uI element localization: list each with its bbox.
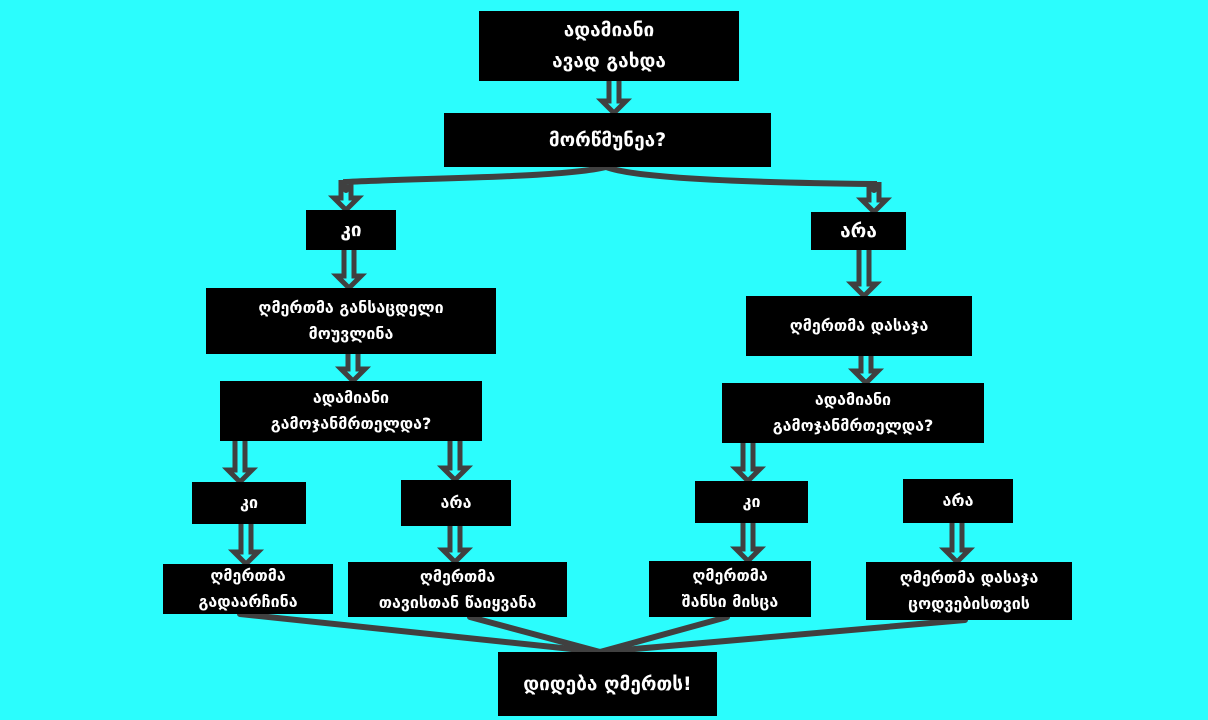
god-took-text: ღმერთმა თავისთან წაიყვანა [378,566,537,612]
god-chance-text: ღმერთმა შანსი მისცა [681,566,779,611]
arrow-down-4 [330,250,368,292]
god-sent-trial-text: ღმერთმა განსაცდელი მოუვლინა [258,298,444,343]
question-recovered-left-text: ადამიანი გამოჯანმრთელდა? [270,388,432,433]
arrow-down-10 [729,443,767,485]
god-punished-sins-box: ღმერთმა დასაჯა ცოდვებისთვის [866,562,1072,620]
connector-merge-1 [237,611,603,655]
god-chose-text: ღმერთმა გადაარჩინა [198,566,298,611]
question-recovered-left-box: ადამიანი გამოჯანმრთელდა? [220,381,482,441]
arrow-down-6 [334,354,372,385]
no-text-right: არა [942,491,974,510]
yes-box-right: კი [695,481,808,523]
question-recovered-right-box: ადამიანი გამოჯანმრთელდა? [722,383,984,443]
connector-merge-2 [467,614,603,655]
arrow-down-1 [595,81,633,117]
question-believer-box: მორწმუნეა? [444,113,771,167]
yes-box-left: კი [192,482,306,524]
arrow-down-5 [845,250,883,300]
connector-merge-4 [597,617,968,655]
god-chance-box: ღმერთმა შანსი მისცა [649,561,811,617]
no-box-1: არა [811,212,906,250]
god-took-box: ღმერთმა თავისთან წაიყვანა [348,562,567,617]
glory-text: დიდება ღმერთს! [523,672,692,695]
arrow-down-8 [221,441,259,486]
connector-branch-left [343,164,609,193]
yes-text-right: კი [742,492,761,511]
god-sent-trial-box: ღმერთმა განსაცდელი მოუვლინა [206,288,496,354]
question-believer-text: მორწმუნეა? [548,128,667,151]
arrow-down-13 [729,523,767,565]
no-text-1: არა [840,219,877,242]
connector-branch-right [603,164,877,193]
start-text: ადამიანი ავად გახდა [552,19,666,72]
yes-box-1: კი [306,210,396,250]
no-box-right: არა [903,479,1013,523]
start-box: ადამიანი ავად გახდა [479,11,739,81]
arrow-down-7 [847,356,885,387]
connector-merge-3 [597,614,730,655]
god-chose-box: ღმერთმა გადაარჩინა [163,564,333,614]
question-recovered-right-text: ადამიანი გამოჯანმრთელდა? [772,390,934,435]
arrow-down-12 [436,526,474,566]
god-punished-box: ღმერთმა დასაჯა [746,296,972,356]
yes-text-1: კი [340,218,362,241]
glory-box: დიდება ღმერთს! [498,652,717,716]
arrow-down-14 [938,523,976,566]
arrow-down-9 [436,441,474,484]
yes-text-left: კი [240,493,258,512]
god-punished-sins-text: ღმერთმა დასაჯა ცოდვებისთვის [899,568,1039,613]
no-box-left: არა [401,480,511,526]
god-punished-text: ღმერთმა დასაჯა [789,316,929,335]
arrow-down-11 [227,524,265,568]
no-text-left: არა [440,493,472,512]
